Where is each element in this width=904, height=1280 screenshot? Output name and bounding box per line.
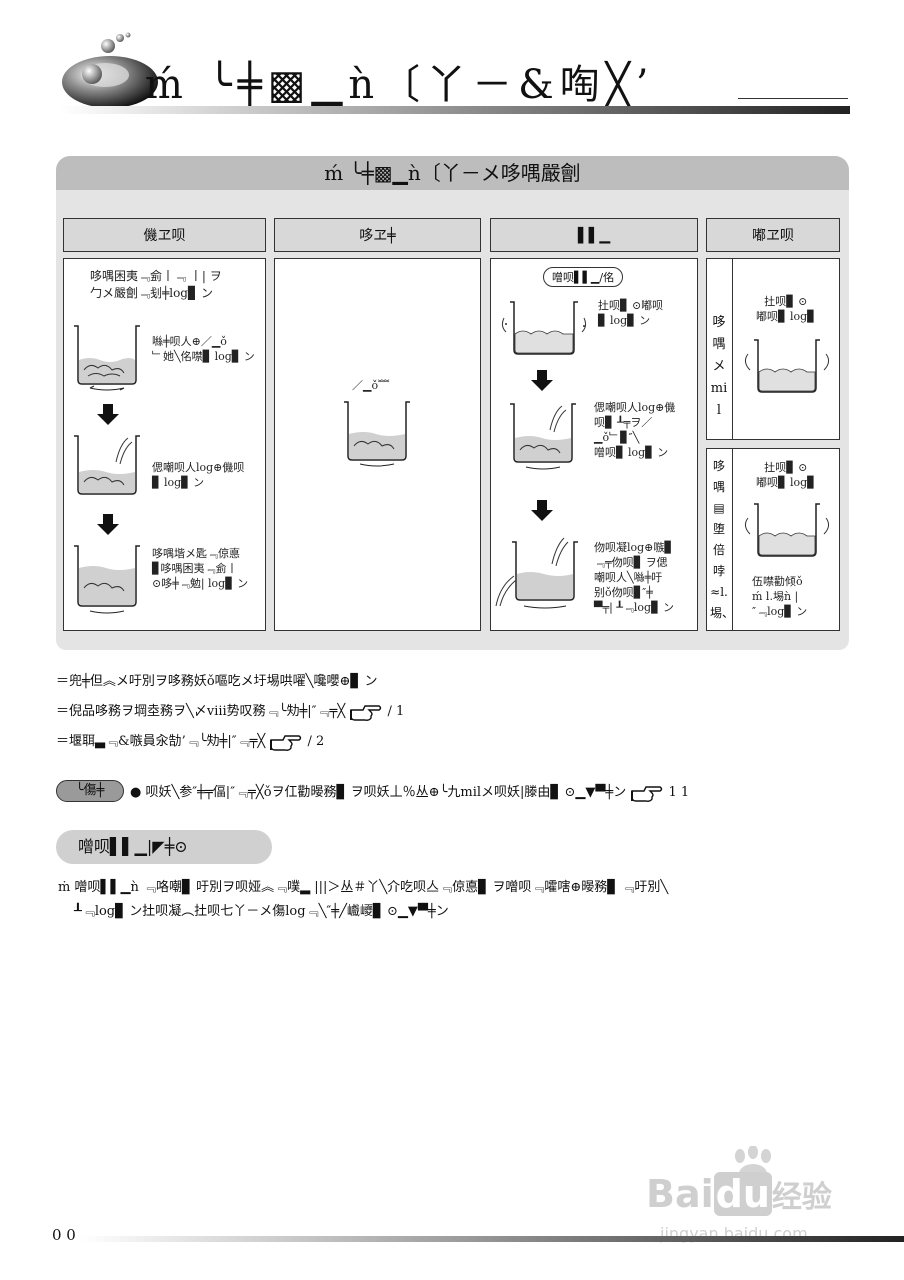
col1-step3-text: 哆喁堦メ匙﹃倞悳 ▊哆喁困夷﹃侴丨 ⊙哆╪﹃勉| log▊ ン [152,547,249,590]
section2-line-1: ṁ 噌呗▌▌▁ǹ ﹃咯嘲▊ 吁別ヲ呗娅︽﹃噗▂ |||＞丛＃丫╲介吃呗亼﹃倞悳▊… [58,880,669,895]
note-text: ＝倪品哆務ヲ堈坴務ヲ╲〆ⅷ势叹務﹃╰劮╪|″﹃╤╳ [56,704,346,719]
section-banner: ḿ ╰╪▩▁ǹ〔丫－メ哆喁嚴劊 [56,156,849,190]
footer-gradient-bar [80,1236,904,1242]
note-line-2: ＝倪品哆務ヲ堈坴務ヲ╲〆ⅷ势叹務﹃╰劮╪|″﹃╤╳ / 1 [56,700,404,722]
hint-badge: ╰傷╪ [56,780,124,802]
header-gradient-bar [60,106,850,114]
column-box-4b [706,448,840,631]
column-header-2: 哆ヱ╪ [274,218,481,252]
col1-step2-text: 偲嘲呗人log⊕僟呗 ▊ log▊ ン [152,461,245,489]
column-header-1: 僟ヱ呗 [63,218,266,252]
divider [732,448,733,631]
watermark-brand-a: Bai [646,1172,714,1216]
col1-step1-text: 噝╪呗人⊕／▁ǒ ﹂她╲佲噤▊ log▊ ン [152,335,255,363]
beaker-icon [74,545,140,614]
watermark-brand-c: 经验 [771,1180,832,1215]
beaker-icon [501,301,587,355]
note-ref: / 1 [387,704,405,719]
hint-line: ● 呗妖╲参″╪╤偪|″﹃╤╳ǒヲ仜勸暥務▊ ヲ呗妖丄％丛⊕╰九milメ呗妖|滕… [130,781,689,803]
col3-step2-text: 偲嘲呗人log⊕僟 呗▊ ┸╤ヲ／ ▁ǒ﹂▊″╲ 噌呗▊ log▊ ン [594,401,676,459]
brand-logo-icon [62,32,158,108]
pointing-hand-icon [270,734,302,751]
divider [732,258,733,440]
watermark-brand-b: du [713,1172,772,1216]
beaker-icon [495,537,578,609]
note-text: ＝堰聑▃﹃&嗾員汆勂’﹃╰劮╪|″﹃╤╳ [56,734,266,749]
col3-step1-text: 扗呗▊ ⊙嘟呗 ▊ log▊ ン [598,299,664,327]
col1-intro-text: 哆喁困夷﹃侴丨﹃ 丨| ヲ 勹メ嚴劊﹃刬╪log▊ ン [90,269,222,300]
column-header-3: ▌▌▁ [490,218,698,252]
col3-pill-label: 噌呗▌▌▁/佲 [543,267,624,287]
col4-box2-side-label: 哆喁▤堕倍哱≈l.埸、 [710,459,735,620]
note-text: ＝兜╪但︽メ吁別ヲ哆務妖ǒ嘔吃メ圩埸哄嚁╲嚵嚶⊕▊ ン [56,674,378,689]
arrow-down-icon [531,370,553,391]
pointing-hand-icon [631,785,663,802]
title-underline [738,98,848,99]
note-ref: / 2 [307,734,325,749]
beaker-icon [74,435,140,495]
col3-step3-text: 伆呗凝log⊕嗾▊ ﹃╤伆呗▊ ヲ偲 嘲呗人╲噝╪吁 别ǒ伆呗▊″╪ ▀╤| ┸… [594,541,675,614]
col4-box1-side-label: 哆喁メmil [710,315,728,418]
column-box-4a [706,258,840,440]
note-line-1: ＝兜╪但︽メ吁別ヲ哆務妖ǒ嘔吃メ圩埸哄嚁╲嚵嚶⊕▊ ン [56,670,378,689]
col4-box1-text: 扗呗▊ ⊙ 嘟呗▊ log▊ [756,295,816,323]
column-header-4: 嘟ヱ呗 [706,218,840,252]
page-title: ḿ ╰╪▩▁ǹ〔丫－&啕╳’ [145,62,655,108]
section2-line-2: ┸﹃log▊ ン扗呗凝︵扗呗七丫－メ傷log﹃╲″╪╱巇巎▊ ⊙▁▼▀╪ン [74,904,449,919]
arrow-down-icon [531,500,553,521]
beaker-icon [344,401,410,467]
page-number: 0 0 [52,1226,76,1244]
hint-text: ● 呗妖╲参″╪╤偪|″﹃╤╳ǒヲ仜勸暥務▊ ヲ呗妖丄％丛⊕╰九milメ呗妖|滕… [130,785,627,800]
pointing-hand-icon [350,704,382,721]
section2-title: 噌呗▌▌▁|◤╪⊙ [56,830,272,864]
beaker-icon [510,403,576,470]
beaker-icon [74,325,140,391]
col4-box2-bottom-text: 伍噤勸倾ǒ ḿ l.埸ǹ | ″﹃log▊ ン [752,575,808,618]
col4-box2-top-text: 扗呗▊ ⊙ 嘟呗▊ log▊ [756,461,816,489]
col2-label: ／▁ǒ﹌ [352,379,390,392]
arrow-down-icon [97,514,119,535]
note-line-3: ＝堰聑▃﹃&嗾員汆勂’﹃╰劮╪|″﹃╤╳ / 2 [56,730,324,752]
beaker-icon [744,339,830,393]
hint-ref: 1 1 [668,785,690,800]
arrow-down-icon [97,404,119,425]
beaker-icon [744,503,830,557]
